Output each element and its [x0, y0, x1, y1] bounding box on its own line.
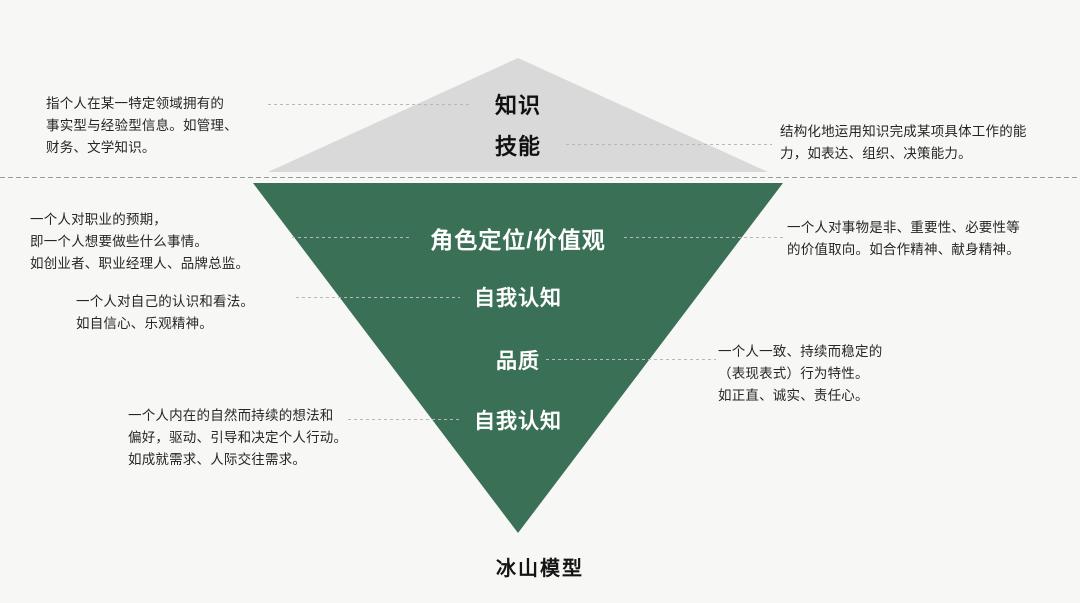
band-label-self-awareness-upper: 自我认知	[474, 287, 562, 310]
above-water-triangle	[268, 58, 768, 172]
note-self-awareness: 一个人对自己的认识和看法。 如自信心、乐观精神。	[76, 294, 255, 331]
note-motive: 一个人内在的自然而持续的想法和 偏好，驱动、引导和决定个人行动。 如成就需求、人…	[128, 408, 348, 467]
below-water-triangle	[253, 183, 783, 533]
band-label-skill: 技能	[494, 134, 542, 159]
note-role: 一个人对职业的预期， 即一个人想要做些什么事情。 如创业者、职业经理人、品牌总监…	[30, 212, 250, 271]
band-label-role: 角色定位/价值观	[430, 227, 606, 253]
diagram-caption: 冰山模型	[496, 558, 584, 580]
band-label-knowledge: 知识	[494, 93, 542, 118]
note-knowledge: 指个人在某一特定领域拥有的 事实型与经验型信息。如管理、 财务、文学知识。	[46, 96, 238, 155]
note-values: 一个人对事物是非、重要性、必要性等 的价值取向。如合作精神、献身精神。	[787, 220, 1020, 257]
band-label-self-awareness-lower: 自我认知	[474, 410, 562, 433]
note-skill: 结构化地运用知识完成某项具体工作的能 力，如表达、组织、决策能力。	[780, 124, 1027, 161]
band-label-quality: 品质	[496, 350, 540, 373]
note-quality: 一个人一致、持续而稳定的 （表现表式）行为特性。 如正直、诚实、责任心。	[718, 344, 883, 403]
